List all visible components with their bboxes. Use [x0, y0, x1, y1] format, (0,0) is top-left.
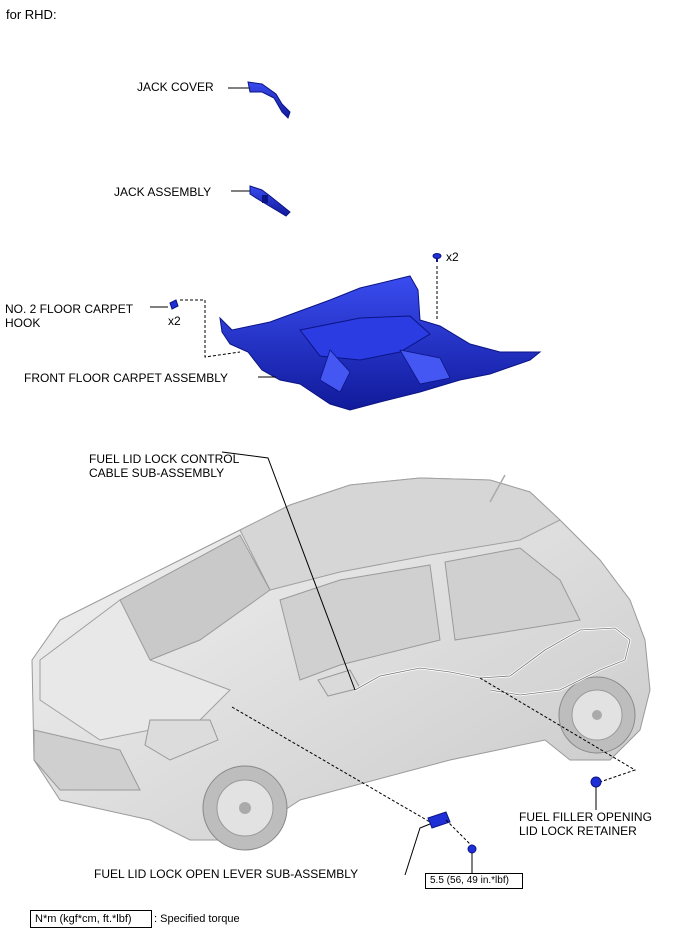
label-fuel-filler-retainer: FUEL FILLER OPENING LID LOCK RETAINER: [519, 810, 652, 838]
front-floor-carpet-part: [219, 275, 542, 411]
label-front-floor-carpet: FRONT FLOOR CARPET ASSEMBLY: [24, 371, 229, 385]
jack-cover-part: [228, 81, 291, 119]
label-clip-quantity: x2: [446, 250, 459, 264]
fuel-lid-cable-part: [221, 451, 632, 697]
label-fuel-lid-cable: FUEL LID LOCK CONTROL CABLE SUB-ASSEMBLY: [89, 452, 240, 480]
floor-carpet-hook-part: [150, 299, 241, 358]
label-floor-carpet-hook: NO. 2 FLOOR CARPET HOOK: [5, 302, 134, 330]
legend-description: : Specified torque: [154, 913, 240, 925]
jack-assembly-part: [231, 185, 291, 217]
carpet-clip-part: [432, 253, 442, 320]
label-jack-assembly: JACK ASSEMBLY: [114, 185, 212, 199]
variant-heading: for RHD:: [6, 7, 57, 22]
legend-unit-box: N*m (kgf*cm, ft.*lbf): [30, 910, 152, 928]
fuel-lid-lever-leader: [231, 706, 477, 876]
torque-spec-box: 5.5 (56, 49 in.*lbf): [425, 873, 523, 889]
vehicle-body: [31, 474, 651, 851]
fuel-filler-retainer-leader: [479, 677, 637, 810]
label-hook-quantity: x2: [168, 314, 181, 328]
label-fuel-lid-lever: FUEL LID LOCK OPEN LEVER SUB-ASSEMBLY: [94, 867, 359, 881]
label-jack-cover: JACK COVER: [137, 80, 214, 94]
